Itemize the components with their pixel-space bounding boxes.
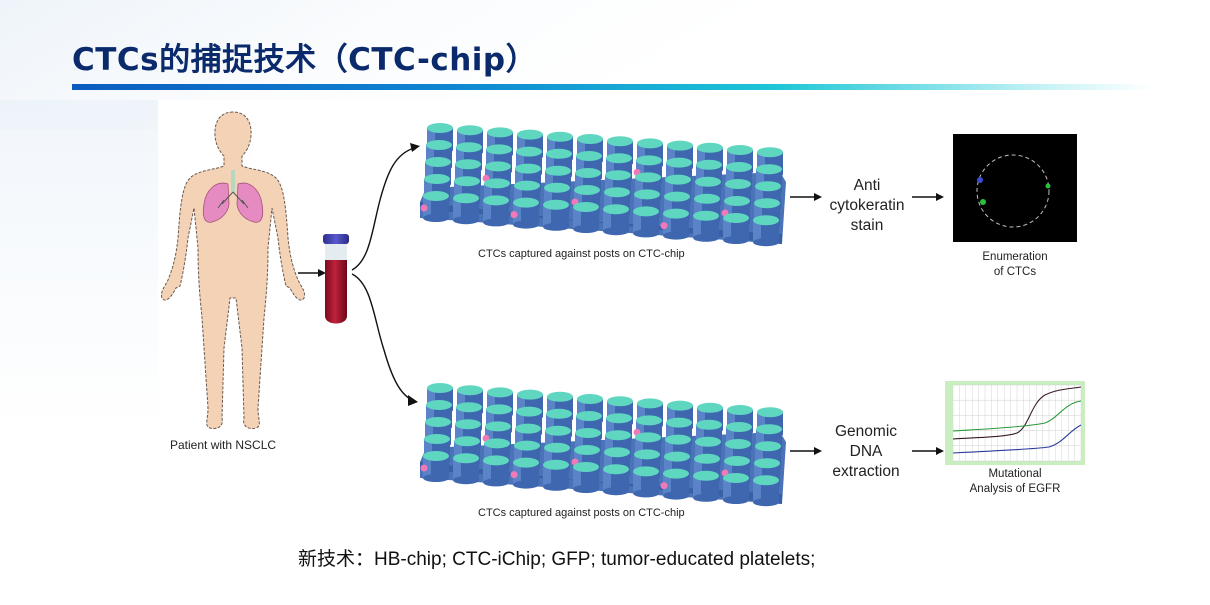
chip-bottom-caption: CTCs captured against posts on CTC-chip (478, 507, 685, 519)
arrow-icon (912, 193, 944, 201)
captured-cell (420, 464, 428, 472)
background-decoration-left (0, 100, 160, 430)
chip-post (723, 213, 749, 244)
ctc-chip-top-illustration (420, 123, 786, 247)
chip-post (453, 193, 479, 225)
chip-post (543, 459, 569, 491)
chip-post (420, 451, 449, 482)
captured-cell (420, 204, 428, 212)
chip-post (573, 462, 599, 493)
chip-post (753, 475, 779, 507)
chip-post (633, 206, 659, 238)
curved-arrow-top (351, 143, 420, 271)
caption-line: of CTCs (993, 266, 1037, 278)
arrow-icon (298, 269, 326, 277)
captured-cell (660, 482, 668, 490)
caption-line: Analysis of EGFR (969, 483, 1061, 495)
chip-post (453, 453, 479, 485)
captured-cell (510, 211, 518, 219)
arrow-icon (790, 193, 822, 201)
chip-post (483, 455, 509, 487)
patient-caption: Patient with NSCLC (170, 438, 277, 452)
arrow-icon (790, 447, 822, 455)
arrow-icon (912, 447, 944, 455)
chip-post (603, 204, 629, 236)
curve (952, 386, 1082, 440)
chip-post (660, 468, 689, 500)
step-line: extraction (832, 463, 900, 480)
curve (952, 424, 1082, 454)
chip-post (603, 464, 629, 496)
new-techniques-prefix: 新技术： (298, 548, 375, 570)
chip-edge (420, 202, 782, 244)
blood-tube-icon (323, 234, 349, 324)
ctc-chip-bottom-illustration (420, 383, 786, 507)
caption-line: Enumeration (982, 251, 1048, 263)
step-line: DNA (849, 443, 883, 460)
title-underline (72, 84, 1152, 90)
stained-cell-image (953, 134, 1077, 242)
bottom-result-caption: Mutational Analysis of EGFR (955, 467, 1075, 497)
chip-post (510, 457, 539, 489)
curved-arrow-bottom (351, 273, 418, 406)
top-result-caption: Enumeration of CTCs (962, 250, 1068, 280)
chip-post (693, 470, 719, 502)
step-line: stain (850, 217, 884, 234)
chip-post (483, 195, 509, 227)
slide-title: CTCs的捕捉技术（CTC-chip） (72, 42, 538, 78)
chip-post (510, 197, 539, 229)
step-line: cytokeratin (829, 197, 905, 214)
captured-cell (510, 471, 518, 479)
new-techniques-note: 新技术：HB-chip; CTC-iChip; GFP; tumor-educa… (298, 544, 815, 571)
caption-line: Mutational (988, 468, 1042, 480)
chip-post (723, 473, 749, 504)
chip-post (753, 215, 779, 247)
chip-post (660, 208, 689, 240)
step-genomic-dna-extraction: Genomic DNA extraction (819, 422, 913, 482)
chip-post (633, 466, 659, 498)
new-techniques-list: HB-chip; CTC-iChip; GFP; tumor-educated … (374, 549, 816, 570)
captured-cell (660, 222, 668, 230)
step-line: Genomic (834, 423, 898, 440)
chip-top-caption: CTCs captured against posts on CTC-chip (478, 248, 685, 260)
step-line: Anti (853, 177, 881, 194)
mutational-analysis-plot-image (945, 381, 1085, 465)
chip-post (420, 191, 449, 222)
lungs-icon (202, 170, 264, 223)
patient-figure-icon (161, 111, 305, 429)
chip-post (573, 202, 599, 233)
curve (952, 400, 1082, 432)
chip-post (543, 199, 569, 231)
chip-post (693, 210, 719, 242)
step-anti-cytokeratin-stain: Anti cytokeratin stain (822, 176, 912, 236)
chip-edge (420, 462, 782, 504)
